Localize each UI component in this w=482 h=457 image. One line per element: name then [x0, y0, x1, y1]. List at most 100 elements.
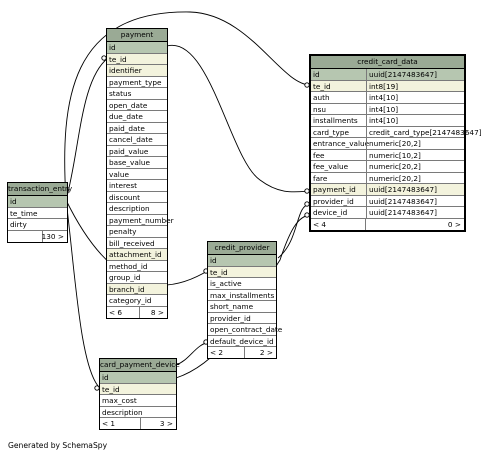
column-row: due_date	[107, 111, 167, 123]
column-name: paid_value	[109, 146, 149, 156]
table-transaction-entry[interactable]: transaction_entry id te_time dirty 130 >	[7, 182, 72, 243]
column-name: max_installments	[210, 290, 275, 300]
column-row: penalty	[107, 226, 167, 238]
column-type: int4[10]	[366, 115, 398, 126]
column-name: id	[102, 373, 109, 382]
column-name: discount	[109, 192, 141, 202]
column-name: category_id	[109, 296, 152, 305]
column-row: bill_received	[107, 238, 167, 249]
column-name: te_id	[109, 54, 127, 64]
column-name: description	[109, 204, 150, 213]
table-title: transaction_entry	[8, 183, 72, 196]
column-name: fee	[313, 150, 325, 160]
table-footer: < 6 8 >	[107, 306, 167, 318]
column-name: te_id	[313, 81, 331, 91]
column-name: fee_value	[313, 162, 349, 171]
children-link[interactable]: 3 >	[159, 419, 173, 428]
column-name: branch_id	[109, 284, 145, 294]
column-name: card_type	[313, 127, 349, 137]
column-row: method_id	[107, 261, 167, 272]
edge-payment-te	[65, 57, 109, 201]
column-row: open_contract_date	[208, 324, 282, 336]
children-link[interactable]: 2 >	[259, 348, 273, 357]
column-row: provider_id uuid[2147483647]	[311, 195, 464, 207]
column-row: discount	[107, 192, 167, 203]
column-name: te_id	[102, 384, 120, 394]
column-row: max_installments	[208, 290, 276, 301]
column-name: payment_number	[109, 215, 174, 225]
column-name: is_active	[210, 279, 242, 288]
column-row: description	[100, 407, 176, 418]
column-name: te_id	[210, 267, 228, 277]
column-type: uuid[2147483647]	[366, 195, 437, 206]
column-row: max_cost	[100, 395, 176, 407]
column-type: int4[10]	[366, 103, 398, 114]
column-row: card_type credit_card_type[2147483647]	[311, 126, 482, 138]
parents-link[interactable]: < 1	[102, 419, 116, 428]
column-name: status	[109, 89, 132, 98]
column-type: uuid[2147483647]	[366, 184, 437, 195]
table-footer: < 2 2 >	[208, 347, 276, 358]
table-title: credit_card_data	[311, 56, 464, 69]
column-name: interest	[109, 181, 137, 190]
column-row: attachment_id	[107, 249, 167, 261]
column-name: open_date	[109, 100, 148, 110]
column-name: entrance_value	[313, 139, 370, 148]
column-name: provider_id	[313, 196, 354, 206]
column-name: fare	[313, 173, 328, 183]
column-name: auth	[313, 93, 330, 102]
column-type: uuid[2147483647]	[366, 69, 437, 80]
column-name: provider_id	[210, 313, 251, 323]
column-row: id uuid[2147483647]	[311, 69, 464, 81]
column-name: attachment_id	[109, 250, 162, 259]
column-name: description	[102, 407, 143, 417]
column-row: id	[100, 372, 176, 384]
column-name: due_date	[109, 112, 143, 121]
children-link[interactable]: 130 >	[41, 231, 64, 241]
parents-link[interactable]: < 2	[210, 348, 224, 357]
column-name: installments	[313, 116, 358, 125]
children-link[interactable]: 0 >	[447, 219, 461, 229]
column-type: numeric[20,2]	[366, 138, 421, 149]
parents-link[interactable]: < 4	[313, 219, 327, 229]
column-name: default_device_id	[210, 336, 274, 346]
column-row: category_id	[107, 295, 167, 307]
column-row: payment_type	[107, 77, 167, 88]
column-row: base_value	[107, 157, 167, 169]
column-type: credit_card_type[2147483647]	[366, 126, 482, 137]
column-row: default_device_id	[208, 336, 276, 347]
column-name: cancel_date	[109, 135, 153, 144]
column-row: fee numeric[10,2]	[311, 149, 464, 161]
column-name: id	[109, 43, 116, 52]
table-title: card_payment_device	[100, 359, 180, 372]
edge-ccd-payment	[166, 45, 311, 193]
parents-link[interactable]: < 6	[109, 307, 123, 317]
column-name: value	[109, 169, 129, 179]
table-title: credit_provider	[208, 242, 276, 255]
column-name: id	[210, 256, 217, 265]
column-name: penalty	[109, 227, 137, 236]
column-name: device_id	[313, 208, 348, 217]
column-name: base_value	[109, 158, 150, 167]
column-row: identifier	[107, 65, 167, 77]
column-type: numeric[10,2]	[366, 149, 421, 160]
column-name: method_id	[109, 261, 148, 271]
table-title: payment	[107, 29, 167, 42]
generated-by-caption: Generated by SchemaSpy	[8, 441, 108, 450]
column-name: id	[313, 70, 320, 79]
children-link[interactable]: 8 >	[150, 307, 164, 317]
column-row: is_active	[208, 278, 276, 290]
column-row: dirty	[8, 219, 67, 231]
edge-device-te	[65, 199, 101, 389]
column-name: bill_received	[109, 238, 155, 248]
table-credit-provider[interactable]: credit_provider id te_id is_active max_inst…	[207, 241, 282, 359]
column-row: description	[107, 203, 167, 215]
